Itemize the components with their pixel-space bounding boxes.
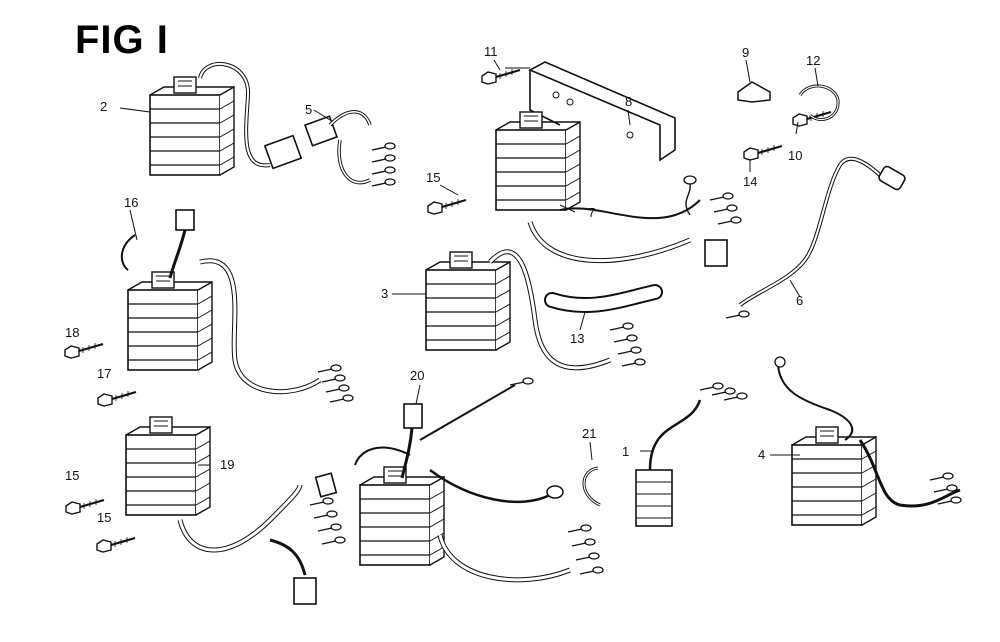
callout-11: 11 (484, 44, 498, 59)
callout-4: 4 (758, 447, 765, 462)
leader-lines (119, 59, 819, 466)
callout-2: 2 (100, 99, 107, 114)
callout-5: 5 (305, 102, 312, 117)
callout-21: 21 (582, 426, 596, 441)
part-16-regulator (63, 209, 354, 408)
callout-1: 1 (622, 444, 629, 459)
callout-9: 9 (742, 45, 749, 60)
callout-20: 20 (410, 368, 424, 383)
callout-17: 17 (97, 366, 111, 381)
part-21-clip (582, 466, 601, 507)
part-19-regulator (64, 416, 346, 605)
callout-labels: 1 2 3 4 5 6 7 8 9 10 11 12 13 14 15 15 1… (65, 44, 820, 525)
part-13-tube (544, 284, 663, 314)
callout-14: 14 (743, 174, 757, 189)
callout-18: 18 (65, 325, 79, 340)
callout-10: 10 (788, 148, 802, 163)
part-20-regulator (354, 377, 604, 583)
callout-19: 19 (220, 457, 234, 472)
callout-6: 6 (796, 293, 803, 308)
small-hardware (480, 67, 840, 162)
part-2-regulator (149, 62, 396, 187)
figure-title: FIG I (75, 18, 169, 62)
callout-15: 15 (65, 468, 79, 483)
part-4-regulator (774, 356, 962, 526)
callout-13: 13 (570, 331, 584, 346)
callout-8: 8 (625, 94, 632, 109)
part-7-regulator-bracket (426, 61, 742, 267)
callout-12: 12 (806, 53, 820, 68)
part-1-regulator (635, 382, 748, 527)
callout-16: 16 (124, 195, 138, 210)
callout-15: 15 (97, 510, 111, 525)
callout-15: 15 (426, 170, 440, 185)
part-3-regulator (425, 249, 646, 371)
part-6-wire (725, 156, 906, 319)
callout-7: 7 (588, 205, 595, 220)
callout-3: 3 (381, 286, 388, 301)
